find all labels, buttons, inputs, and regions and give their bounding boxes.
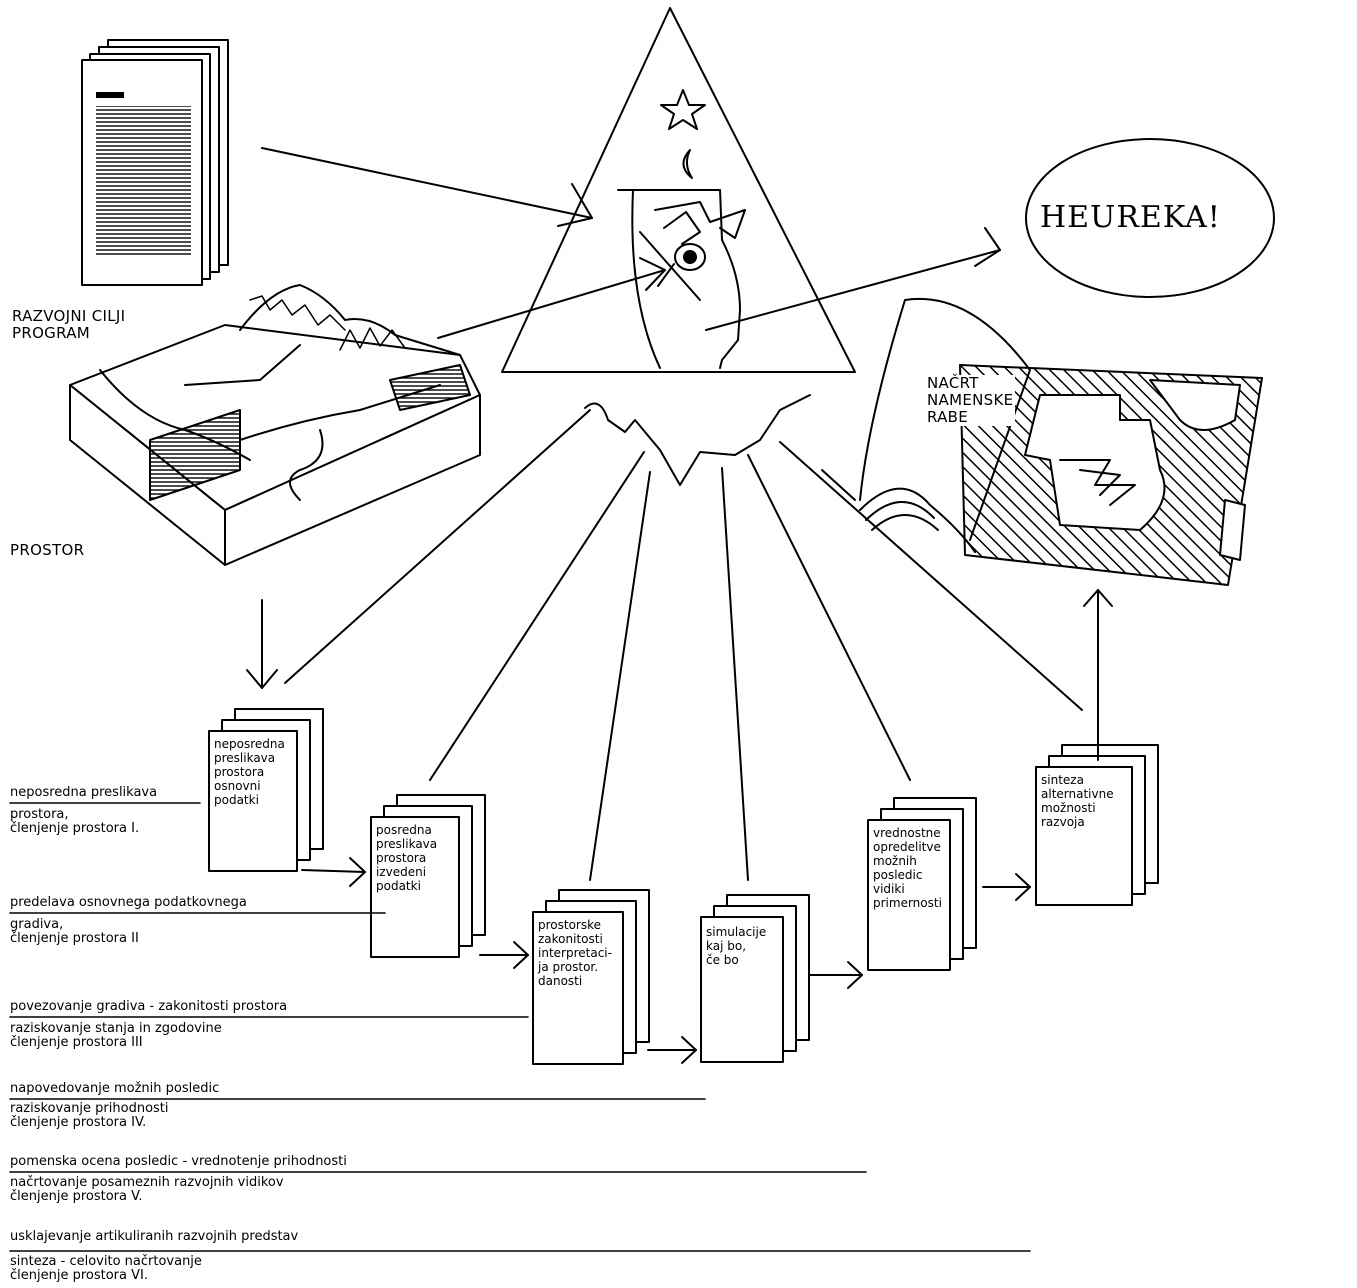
heureka-bubble (1025, 138, 1275, 298)
doc-stack-3 (532, 889, 650, 1065)
doc-stack-4 (700, 894, 810, 1063)
doc-stack-6 (1035, 744, 1159, 906)
goals-program-label: RAZVOJNI CILJI PROGRAM (12, 307, 126, 342)
terrain-block (69, 284, 481, 566)
stage-6-title: usklajevanje artikuliranih razvojnih pre… (10, 1229, 299, 1244)
stage-4-desc: raziskovanje prihodnosti členjenje prost… (10, 1101, 169, 1130)
flow-arrows (246, 147, 1113, 1064)
doc-stack-2 (370, 794, 486, 958)
space-label: PROSTOR (10, 541, 85, 559)
stage-1-title: neposredna preslikava (10, 785, 158, 800)
stage-4-title: napovedovanje možnih posledic (10, 1081, 220, 1096)
doc-text-6: sinteza alternativne možnosti razvoja (1041, 773, 1114, 829)
program-document-stack (81, 39, 229, 286)
stage-5-desc: načrtovanje posameznih razvojnih vidikov… (10, 1175, 284, 1204)
heureka-label: HEUREKA! (1040, 200, 1221, 235)
plan-label: NAČRT NAMENSKE RABE (925, 374, 1016, 426)
plan-book (859, 297, 1263, 586)
doc-text-5: vrednostne opredelitve možnih posledic v… (873, 826, 942, 910)
stage-underlines (9, 802, 1031, 1252)
stage-6-desc: sinteza - celovito načrtovanje členjenje… (10, 1254, 202, 1283)
stage-5-title: pomenska ocena posledic - vrednotenje pr… (10, 1154, 347, 1169)
doc-text-3: prostorske zakonitosti interpretaci- ja … (538, 918, 612, 988)
doc-stack-5 (867, 797, 977, 971)
stage-2-desc: gradiva, členjenje prostora II (10, 917, 139, 946)
insight-triangle (501, 7, 856, 486)
doc-text-4: simulacije kaj bo, če bo (706, 925, 767, 967)
stage-3-title: povezovanje gradiva - zakonitosti prosto… (10, 999, 288, 1014)
doc-text-2: posredna preslikava prostora izvedeni po… (376, 823, 438, 893)
stage-2-title: predelava osnovnega podatkovnega (10, 895, 247, 910)
stage-3-desc: raziskovanje stanja in zgodovine členjen… (10, 1021, 222, 1050)
doc-stack-1 (208, 708, 324, 872)
doc-text-1: neposredna preslikava prostora osnovni p… (214, 737, 285, 807)
stage-1-desc: prostora, členjenje prostora I. (10, 807, 140, 836)
